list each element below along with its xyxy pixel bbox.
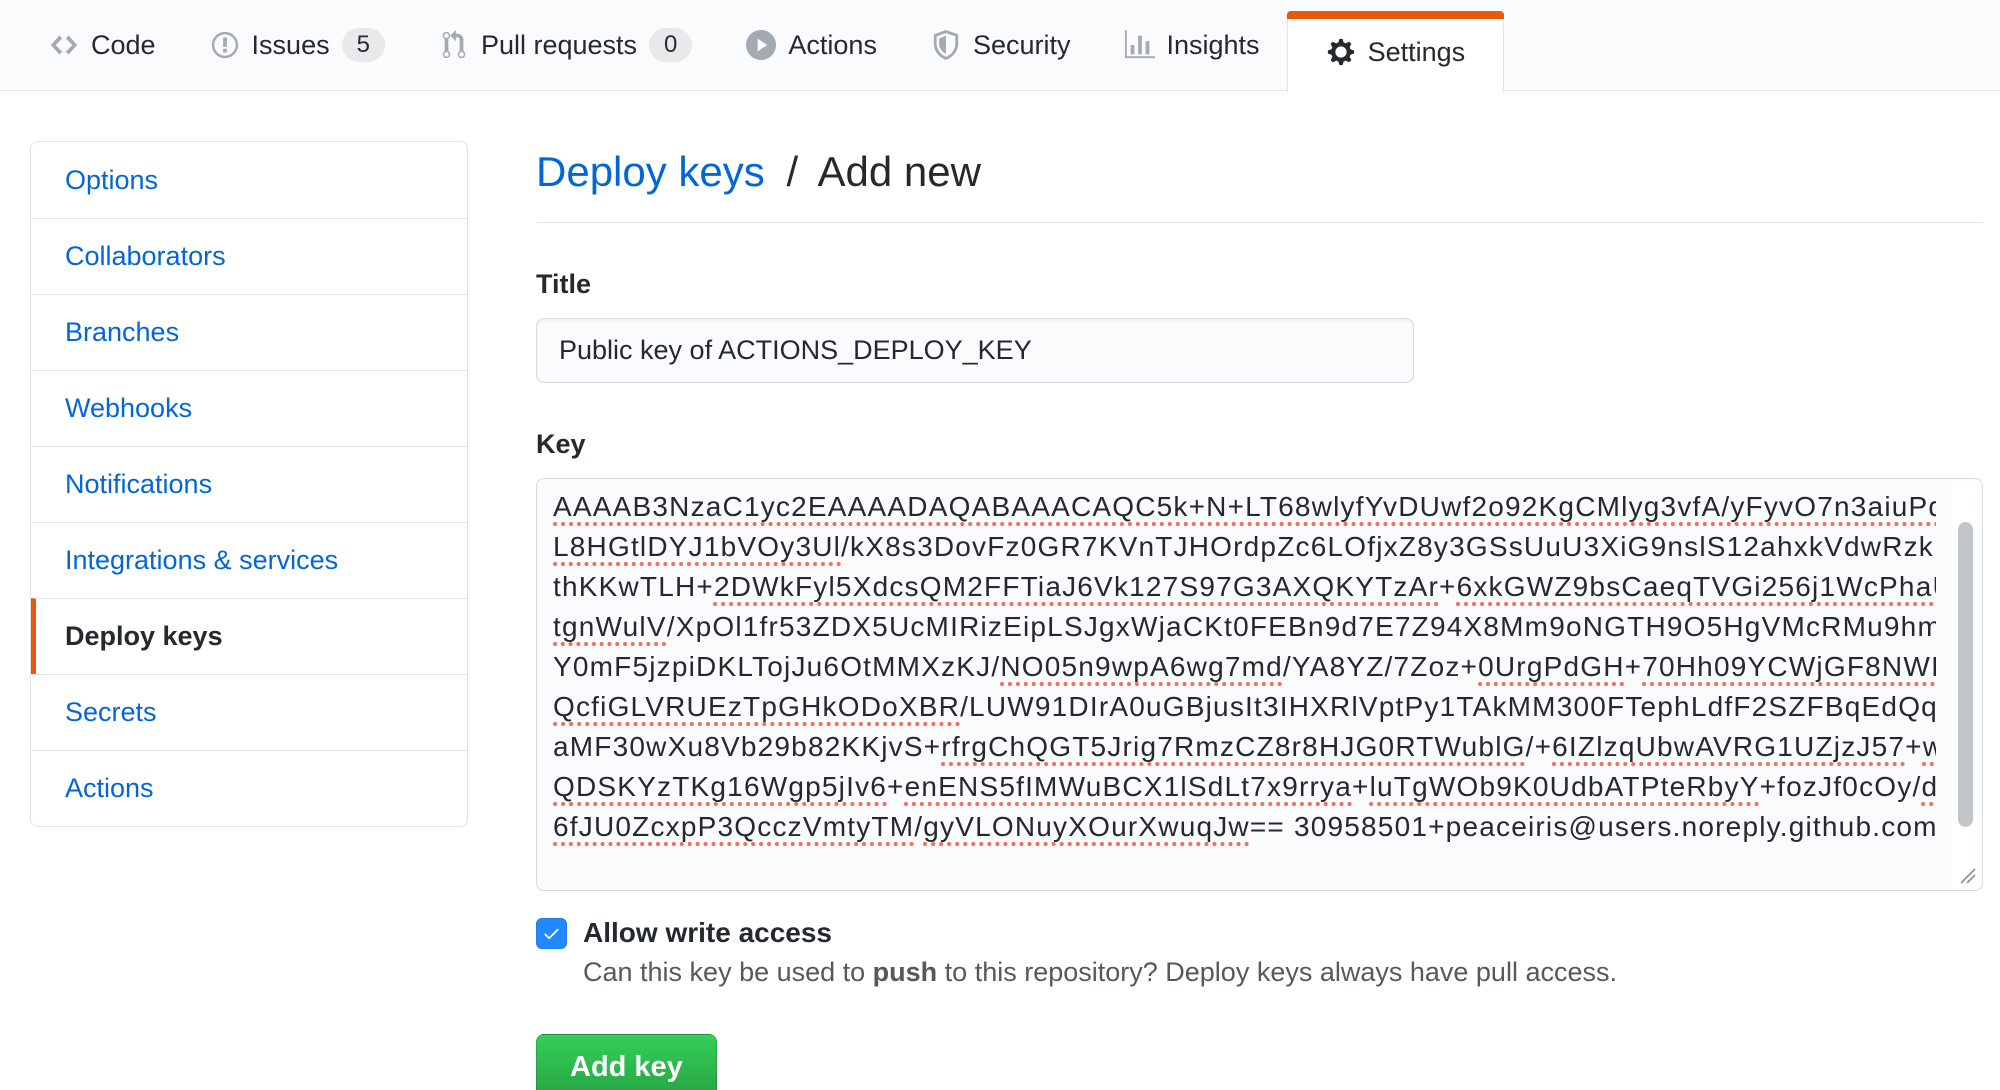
sidebar-item-integrations-services[interactable]: Integrations & services	[31, 522, 467, 598]
title-input[interactable]	[536, 318, 1414, 383]
play-icon	[746, 30, 777, 60]
key-field-label: Key	[536, 429, 586, 459]
repo-nav: Code Issues 5 Pull requests 0 Actions Se…	[0, 0, 2000, 92]
sidebar-item-actions[interactable]: Actions	[31, 750, 467, 826]
sidebar-item-notifications[interactable]: Notifications	[31, 446, 467, 522]
deploy-keys-breadcrumb-link[interactable]: Deploy keys	[536, 148, 765, 195]
git-pull-request-icon	[439, 30, 469, 60]
code-icon	[49, 30, 79, 60]
page-title: Deploy keys / Add new	[536, 148, 1983, 223]
key-line: aMF30wXu8Vb29b82KKjvS+rfrgChQGT5Jrig7Rmz…	[553, 731, 1936, 762]
settings-sidebar: Options Collaborators Branches Webhooks …	[30, 141, 468, 827]
add-key-button[interactable]: Add key	[536, 1034, 717, 1090]
sidebar-item-options[interactable]: Options	[65, 164, 159, 195]
issue-opened-icon	[210, 30, 240, 60]
allow-write-access-checkbox[interactable]	[536, 917, 567, 949]
key-line: thKKwTLH+2DWkFyl5XdcsQM2FFTiaJ6Vk127S97G…	[553, 571, 1936, 602]
tab-label: Pull requests	[480, 29, 638, 60]
description-push: push	[872, 957, 938, 987]
tab-pull-requests[interactable]: Pull requests 0	[412, 0, 719, 90]
tab-insights[interactable]: Insights	[1098, 0, 1287, 90]
tab-label: Settings	[1367, 36, 1466, 67]
graph-icon	[1124, 30, 1155, 60]
allow-write-access-label[interactable]: Allow write access	[583, 917, 833, 948]
gear-icon	[1326, 37, 1356, 67]
shield-icon	[931, 30, 961, 60]
key-textarea[interactable]: AAAAB3NzaC1yc2EAAAADAQABAAACAQC5k+N+LT68…	[536, 478, 1983, 891]
textarea-scrollbar-thumb[interactable]	[1958, 522, 1973, 827]
key-line: 6fJU0ZcxpP3QcczVmtyTM/gyVLONuyXOurXwuqJw…	[553, 811, 1936, 842]
textarea-resize-handle[interactable]	[1952, 862, 1980, 888]
tab-label: Actions	[788, 29, 877, 60]
key-line: Y0mF5jzpiDKLTojJu6OtMMXzKJ/NO05n9wpA6wg7…	[553, 651, 1936, 682]
sidebar-item-branches[interactable]: Branches	[31, 294, 467, 370]
key-line: tgnWulV/XpOl1fr53ZDX5UcMIRizEipLSJgxWjaC…	[553, 611, 1936, 642]
tab-label: Security	[972, 29, 1071, 60]
pull-requests-count-badge: 0	[649, 27, 693, 63]
deploy-key-form: Deploy keys / Add new Title Key AAAAB3Nz…	[536, 148, 1983, 1090]
write-access-description: Can this key be used to push to this rep…	[583, 957, 1983, 988]
checkmark-icon	[544, 928, 559, 939]
key-line: AAAAB3NzaC1yc2EAAAADAQABAAACAQC5k+N+LT68…	[553, 491, 1936, 522]
title-field-label: Title	[536, 269, 592, 299]
breadcrumb-separator: /	[786, 148, 799, 195]
textarea-scrollbar-track[interactable]	[1952, 481, 1980, 862]
sidebar-item-collaborators[interactable]: Collaborators	[31, 218, 467, 294]
key-line: L8HGtlDYJ1bVOy3Ul/kX8s3DovFz0GR7KVnTJHOr…	[553, 531, 1936, 562]
tab-security[interactable]: Security	[904, 0, 1098, 90]
sidebar-item-secrets[interactable]: Secrets	[31, 674, 467, 750]
sidebar-item-webhooks[interactable]: Webhooks	[31, 370, 467, 446]
key-line: QcfiGLVRUEzTpGHkODoXBR/LUW91DIrA0uGBjusI…	[553, 691, 1936, 722]
sidebar-item-deploy-keys[interactable]: Deploy keys	[31, 598, 467, 674]
tab-code[interactable]: Code	[22, 0, 183, 90]
description-prefix: Can this key be used to	[583, 957, 873, 987]
key-text: AAAAB3NzaC1yc2EAAAADAQABAAACAQC5k+N+LT68…	[553, 487, 1936, 890]
issues-count-badge: 5	[341, 27, 385, 63]
tab-label: Insights	[1166, 29, 1260, 60]
key-line: QDSKYzTKg16Wgp5jIv6+enENS5fIMWuBCX1lSdLt…	[553, 771, 1936, 802]
tab-issues[interactable]: Issues 5	[183, 0, 412, 90]
tab-label: Code	[91, 29, 156, 60]
tab-settings[interactable]: Settings	[1286, 11, 1505, 92]
description-suffix: to this repository? Deploy keys always h…	[937, 957, 1617, 987]
tab-actions[interactable]: Actions	[719, 0, 904, 90]
breadcrumb-current: Add new	[817, 148, 981, 195]
tab-label: Issues	[251, 29, 330, 60]
